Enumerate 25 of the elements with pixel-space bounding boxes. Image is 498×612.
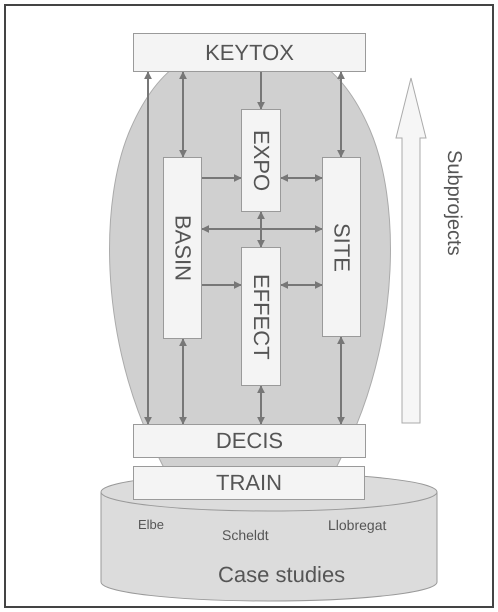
arrow — [280, 281, 323, 289]
arrow — [144, 71, 152, 425]
arrow — [337, 71, 345, 158]
arrow — [201, 225, 323, 233]
arrow — [179, 338, 187, 425]
arrow — [280, 174, 323, 182]
arrow — [337, 336, 345, 425]
subproject-box: DECIS — [133, 424, 366, 458]
case-study-label: Llobregat — [328, 517, 386, 533]
arrow — [257, 385, 265, 425]
subproject-box: SITE — [322, 157, 361, 337]
subproject-box: EFFECT — [241, 247, 281, 386]
arrow — [202, 281, 242, 289]
subproject-box: BASIN — [163, 157, 202, 339]
subproject-box: TRAIN — [133, 466, 365, 500]
axis-label: Subprojects — [442, 150, 465, 258]
arrow — [257, 72, 265, 110]
case-study-label: Scheldt — [222, 527, 269, 543]
arrow — [202, 174, 242, 182]
subproject-box: KEYTOX — [133, 33, 366, 72]
subproject-box: EXPO — [241, 109, 281, 212]
cylinder-title: Case studies — [218, 562, 346, 588]
arrow — [179, 71, 187, 158]
arrow — [257, 211, 265, 248]
case-study-label: Elbe — [138, 517, 164, 532]
